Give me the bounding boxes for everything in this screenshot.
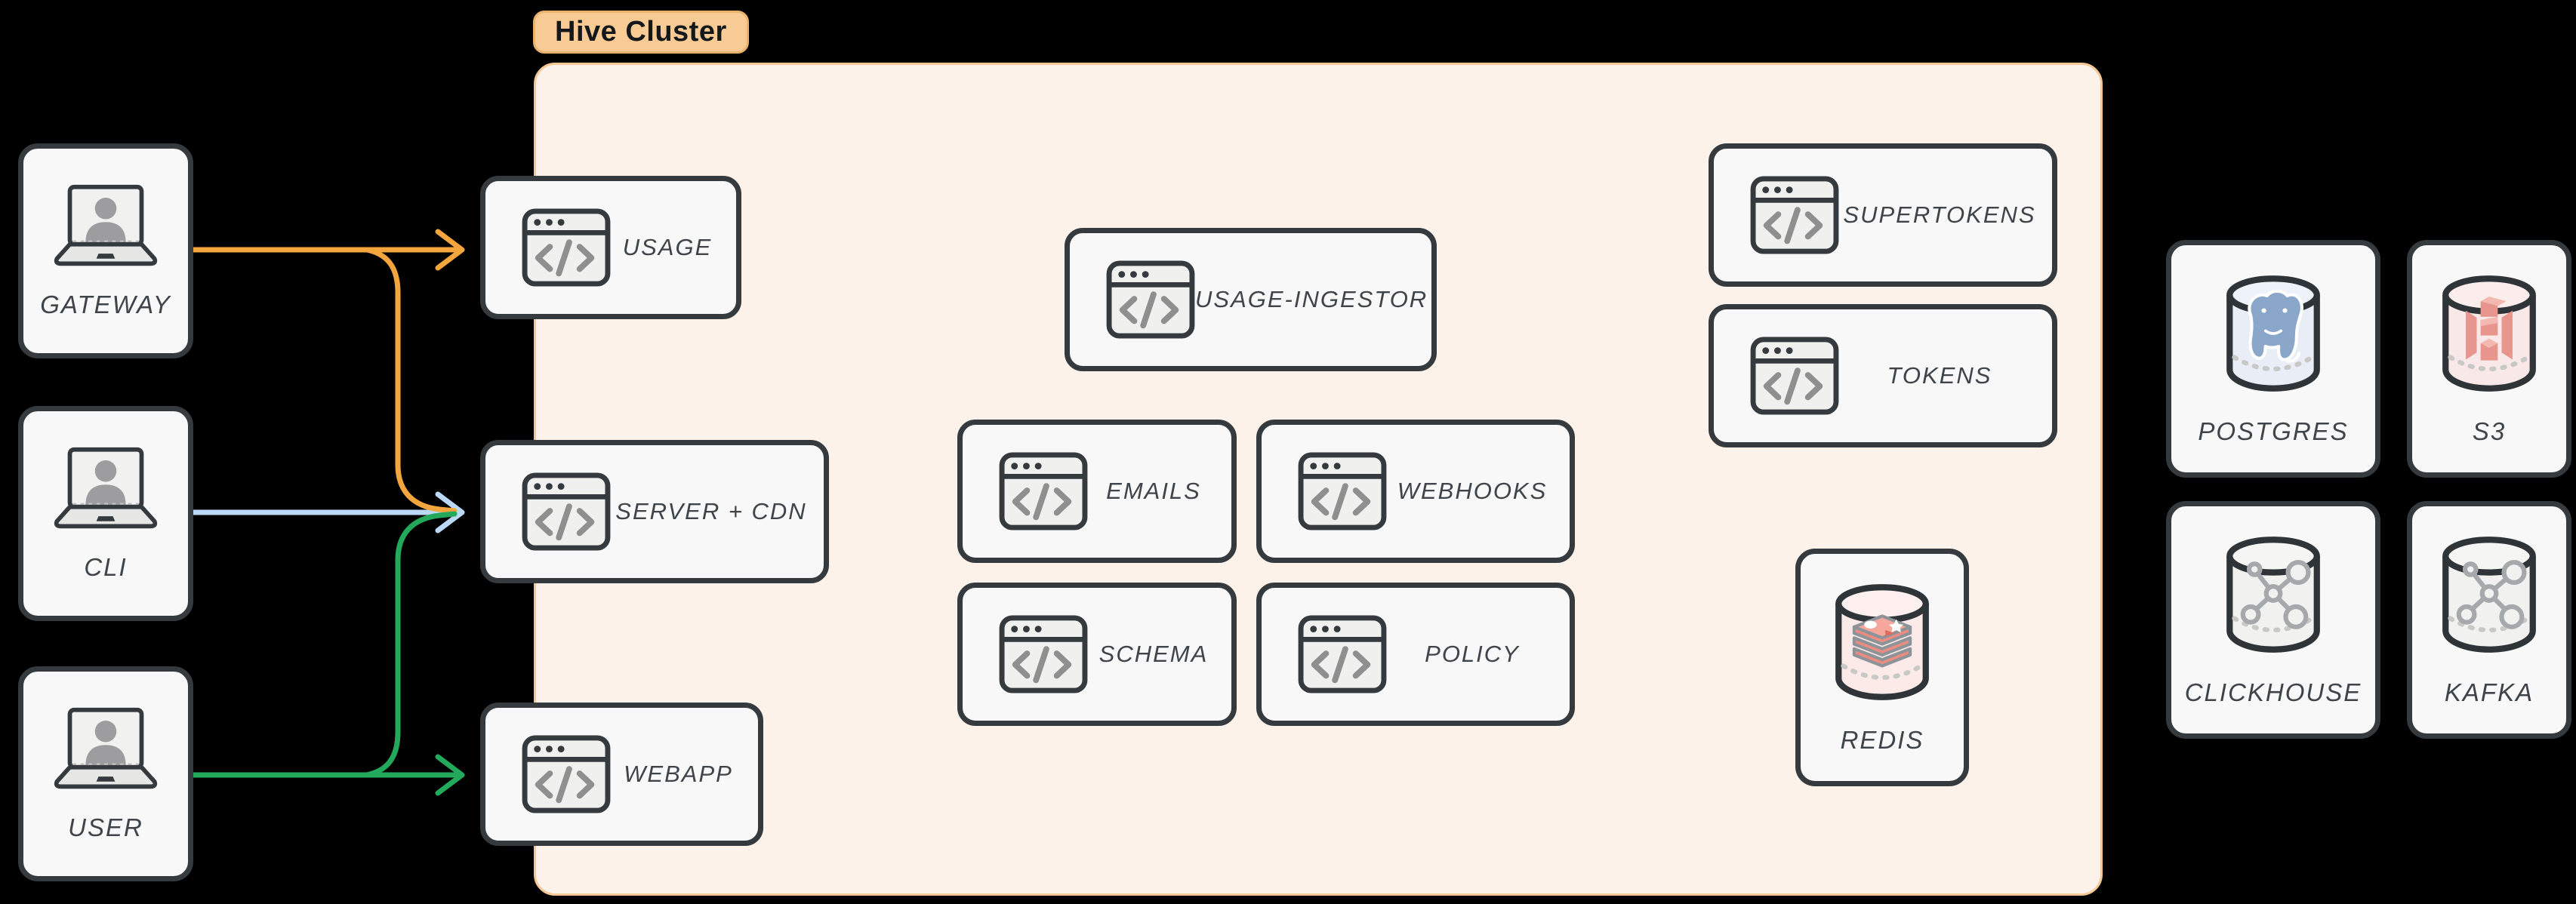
code-window-icon xyxy=(1298,615,1387,693)
node-label: SCHEMA xyxy=(1098,641,1209,667)
node-s3: S3 xyxy=(2407,240,2571,478)
arrowhead-webapp xyxy=(435,754,465,796)
laptop-user-icon xyxy=(48,183,163,269)
laptop-user-icon xyxy=(48,706,163,792)
code-window-icon xyxy=(999,615,1088,693)
laptop-user-icon xyxy=(48,446,163,532)
redis-cylinder-icon xyxy=(1826,580,1939,705)
code-window-icon xyxy=(1750,176,1839,254)
node-label: CLI xyxy=(84,552,128,581)
node-postgres: POSTGRES xyxy=(2166,240,2380,478)
arrow-gateway-to-server xyxy=(364,247,458,514)
postgres-cylinder-icon xyxy=(2217,272,2330,396)
code-window-icon xyxy=(1750,337,1839,415)
node-label: KAFKA xyxy=(2444,678,2534,706)
arrowhead-server xyxy=(435,491,465,533)
node-clickhouse: CLICKHOUSE xyxy=(2166,501,2380,739)
node-usage-ingestor: USAGE-INGESTOR xyxy=(1065,228,1437,371)
code-window-icon xyxy=(522,208,611,287)
node-label: USAGE-INGESTOR xyxy=(1195,286,1428,312)
node-label: USER xyxy=(68,813,143,841)
node-usage: USAGE xyxy=(480,176,741,319)
code-window-icon xyxy=(999,452,1088,530)
arrowhead-usage xyxy=(435,229,465,271)
node-label: USAGE xyxy=(622,234,713,260)
code-window-icon xyxy=(1106,260,1195,339)
node-server-cdn: SERVER + CDN xyxy=(480,440,829,583)
code-window-icon xyxy=(522,472,611,551)
cluster-title-pill: Hive Cluster xyxy=(533,11,749,54)
node-label: POSTGRES xyxy=(2198,417,2349,445)
node-label: POLICY xyxy=(1425,641,1520,667)
node-kafka: KAFKA xyxy=(2407,501,2571,739)
node-label: GATEWAY xyxy=(40,290,171,318)
node-webhooks: WEBHOOKS xyxy=(1256,420,1575,563)
clickhouse-cylinder-icon xyxy=(2217,533,2330,657)
node-label: CLICKHOUSE xyxy=(2184,678,2362,706)
node-supertokens: SUPERTOKENS xyxy=(1709,143,2057,287)
node-webapp: WEBAPP xyxy=(480,703,763,846)
code-window-icon xyxy=(1298,452,1387,530)
node-schema: SCHEMA xyxy=(957,583,1237,726)
node-label: REDIS xyxy=(1840,726,1924,754)
node-gateway: GATEWAY xyxy=(18,143,193,358)
cluster-title: Hive Cluster xyxy=(555,16,727,48)
node-label: SUPERTOKENS xyxy=(1843,201,2036,228)
node-user: USER xyxy=(18,666,193,881)
code-window-icon xyxy=(522,735,611,813)
node-emails: EMAILS xyxy=(957,420,1237,563)
node-policy: POLICY xyxy=(1256,583,1575,726)
node-label: SERVER + CDN xyxy=(615,498,807,524)
arrow-user-to-server xyxy=(364,511,458,778)
node-label: TOKENS xyxy=(1887,362,1992,389)
node-label: S3 xyxy=(2472,417,2507,445)
s3-cylinder-icon xyxy=(2433,272,2546,396)
node-label: WEBHOOKS xyxy=(1397,478,1548,504)
node-cli: CLI xyxy=(18,406,193,621)
node-tokens: TOKENS xyxy=(1709,304,2057,447)
kafka-cylinder-icon xyxy=(2433,533,2546,657)
node-label: EMAILS xyxy=(1106,478,1201,504)
node-redis: REDIS xyxy=(1795,549,1969,786)
node-label: WEBAPP xyxy=(624,761,733,787)
